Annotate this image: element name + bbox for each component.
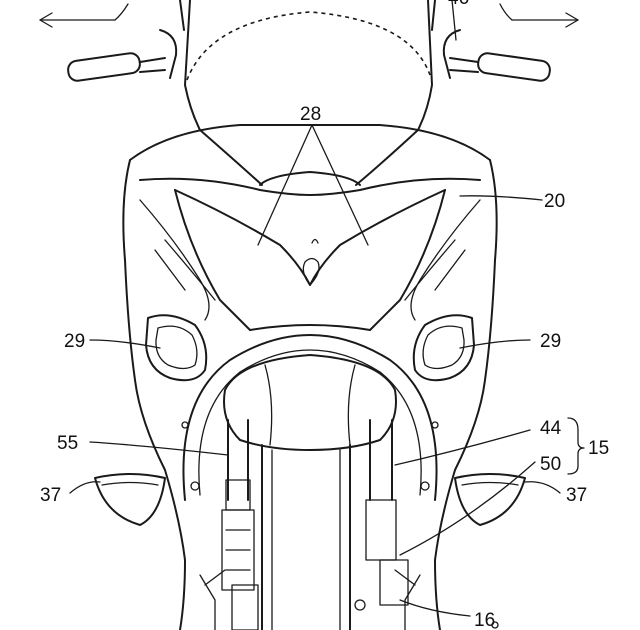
windscreen	[184, 0, 433, 186]
leader-lines	[69, 0, 585, 617]
left-duct	[145, 314, 208, 382]
front-cowl	[122, 124, 498, 630]
label-37-left: 37	[40, 485, 61, 506]
label-55: 55	[57, 433, 78, 454]
label-46-partial: 46	[448, 0, 469, 9]
lower-cowl	[199, 569, 499, 630]
right-handlebar	[431, 0, 551, 82]
label-28: 28	[300, 104, 321, 125]
right-fork	[354, 419, 409, 611]
left-fork	[221, 419, 259, 630]
label-15: 15	[588, 438, 609, 459]
label-44: 44	[540, 418, 562, 439]
front-fender	[181, 334, 439, 501]
right-step	[454, 473, 526, 526]
left-step	[94, 473, 166, 526]
label-20: 20	[544, 191, 565, 212]
label-50: 50	[540, 454, 561, 475]
right-duct	[412, 314, 475, 382]
label-29-right: 29	[540, 331, 561, 352]
label-37-right: 37	[566, 485, 587, 506]
left-handlebar	[67, 0, 185, 82]
front-tire	[261, 444, 351, 630]
label-16: 16	[474, 610, 495, 630]
reference-labels: 28 20 29 29 55 44 50 15 37 37 16 46	[40, 0, 609, 630]
label-29-left: 29	[64, 331, 85, 352]
direction-arrows	[39, 3, 579, 28]
